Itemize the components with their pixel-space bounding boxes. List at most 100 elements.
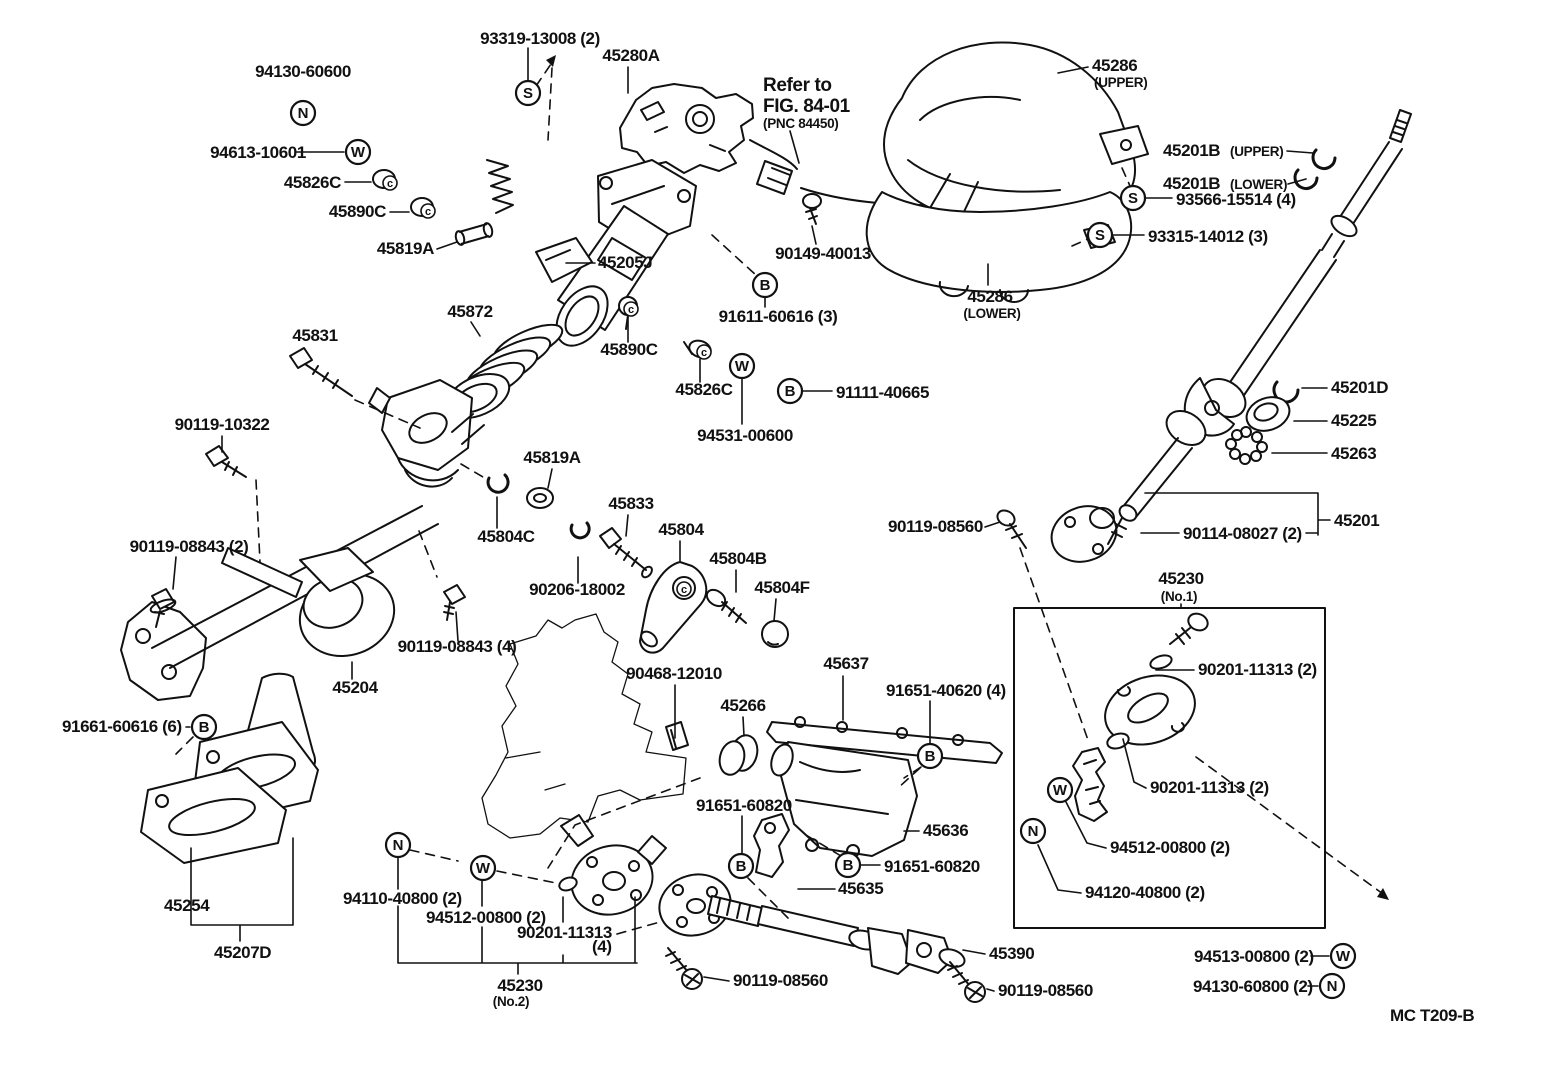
symbol-S-2: S [1119,184,1147,212]
symbol-B-4: B [916,742,944,770]
label-94613-10601: 94613-10601 [210,143,306,162]
label-45204: 45204 [332,678,378,697]
label-90201-11313-n2-qty: (4) [592,937,612,956]
symbol-B-3: B [190,713,218,741]
symbol-W-3: W [469,854,497,882]
svg-text:c: c [681,584,687,596]
label-45230-no1: 45230 [1158,569,1203,588]
spring-45826A-art [486,159,514,214]
label-45804F: 45804F [754,578,809,597]
symbol-N-3: N [1019,817,1047,845]
label-45266: 45266 [720,696,765,715]
symbol-W-4: W [1046,776,1074,804]
upper-column-45205J-art [535,159,697,347]
label-45201B-upper: 45201B [1163,141,1220,160]
symbol-N-2: N [384,831,412,859]
label-45286-lower: 45286 [967,287,1012,306]
label-93315-14012: 93315-14012 (3) [1148,227,1268,246]
label-45826C-2: 45826C [675,380,732,399]
label-91111-40665: 91111-40665 [836,383,929,402]
label-94130-60800: 94130-60800 (2) [1193,977,1313,996]
svg-text:B: B [199,719,210,736]
label-45201B-upper-sub: (UPPER) [1230,144,1283,159]
label-45833: 45833 [608,494,653,513]
symbol-c-5: c [676,581,692,597]
dashed-lines [175,55,1389,935]
label-94512-00800-n2: 94512-00800 (2) [426,908,546,927]
label-90468-12010: 90468-12010 [626,664,722,683]
symbol-B-1: B [751,271,779,299]
svg-text:c: c [628,304,634,316]
label-94513-00800: 94513-00800 (2) [1194,947,1314,966]
svg-text:B: B [843,857,854,874]
label-94512-00800-box: 94512-00800 (2) [1110,838,1230,857]
intermediate-shaft-45390-art [665,895,986,1003]
label-94110-40800: 94110-40800 (2) [343,889,462,908]
label-45201B-lower: 45201B [1163,174,1220,193]
no1-kit-box-art [1013,607,1326,929]
gear-housing-ghost-art [481,613,687,839]
svg-text:S: S [1128,190,1138,207]
label-45890C-1: 45890C [329,202,386,221]
label-90201-11313-a: 90201-11313 (2) [1198,660,1317,679]
yoke-flange-45230no2-art [560,814,732,937]
svg-text:B: B [925,748,936,765]
label-91661-60616: 91661-60616 (6) [62,717,182,736]
symbol-B-6: B [834,851,862,879]
label-refer-1: Refer to [763,75,832,96]
label-45286-upper: 45286 [1092,56,1137,75]
svg-text:B: B [736,858,747,875]
label-90119-08560-br: 90119-08560 [998,981,1093,1000]
symbol-B-2: B [776,377,804,405]
label-90119-08843-4: 90119-08843 (4) [398,637,517,656]
label-refer-2: FIG. 84-01 [763,96,851,117]
label-45390: 45390 [989,944,1034,963]
label-90114-08027: 90114-08027 (2) [1183,524,1302,543]
main-shaft-45201-art [996,109,1412,563]
svg-text:N: N [1028,823,1039,840]
symbol-B-5: B [727,852,755,880]
label-refer-3: (PNC 84450) [763,116,839,131]
label-90119-08560-top: 90119-08560 [888,517,983,536]
label-90119-08843-2: 90119-08843 (2) [130,537,249,556]
label-45804C: 45804C [477,527,534,546]
label-90201-11313-b: 90201-11313 (2) [1150,778,1269,797]
label-45890C-2: 45890C [600,340,657,359]
symbol-W-1: W [344,138,372,166]
label-90119-08560-bl: 90119-08560 [733,971,828,990]
leader-lines [172,47,1331,992]
label-45201D: 45201D [1331,378,1388,397]
label-93566-15514: 93566-15514 (4) [1176,190,1296,209]
label-91651-40620: 91651-40620 (4) [886,681,1006,700]
label-45286-upper-sub: (UPPER) [1094,75,1147,90]
cover-cone-art [140,672,319,864]
svg-text:c: c [425,206,431,218]
label-90119-10322: 90119-10322 [175,415,270,434]
label-93319-13008: 93319-13008 (2) [480,29,600,48]
label-45637: 45637 [823,654,868,673]
label-45286-lower-sub: (LOWER) [963,306,1020,321]
label-45804B: 45804B [709,549,766,568]
symbol-W-5: W [1329,942,1357,970]
label-45205J: 45205J [598,253,652,272]
svg-text:N: N [298,105,309,122]
symbol-S-3: S [1086,221,1114,249]
washer-art [558,876,578,892]
label-45280A: 45280A [602,46,659,65]
label-91651-60820-b: 91651-60820 [884,857,980,876]
symbol-c-2: c [420,203,436,219]
symbol-c-1: c [382,175,398,191]
svg-text:S: S [1095,227,1105,244]
svg-text:W: W [735,358,750,375]
small-fasteners-art [149,169,822,776]
label-45819A-2: 45819A [523,448,580,467]
label-45230-no2: 45230 [497,976,542,995]
label-91611-60616: 91611-60616 (3) [719,307,838,326]
label-45230-no1-sub: (No.1) [1161,589,1197,604]
bellows-45872-art [445,323,564,419]
valve-45636-45637-art [753,716,1003,878]
symbol-N-4: N [1318,972,1346,1000]
label-90201-11313-n2: 90201-11313 [517,923,612,942]
